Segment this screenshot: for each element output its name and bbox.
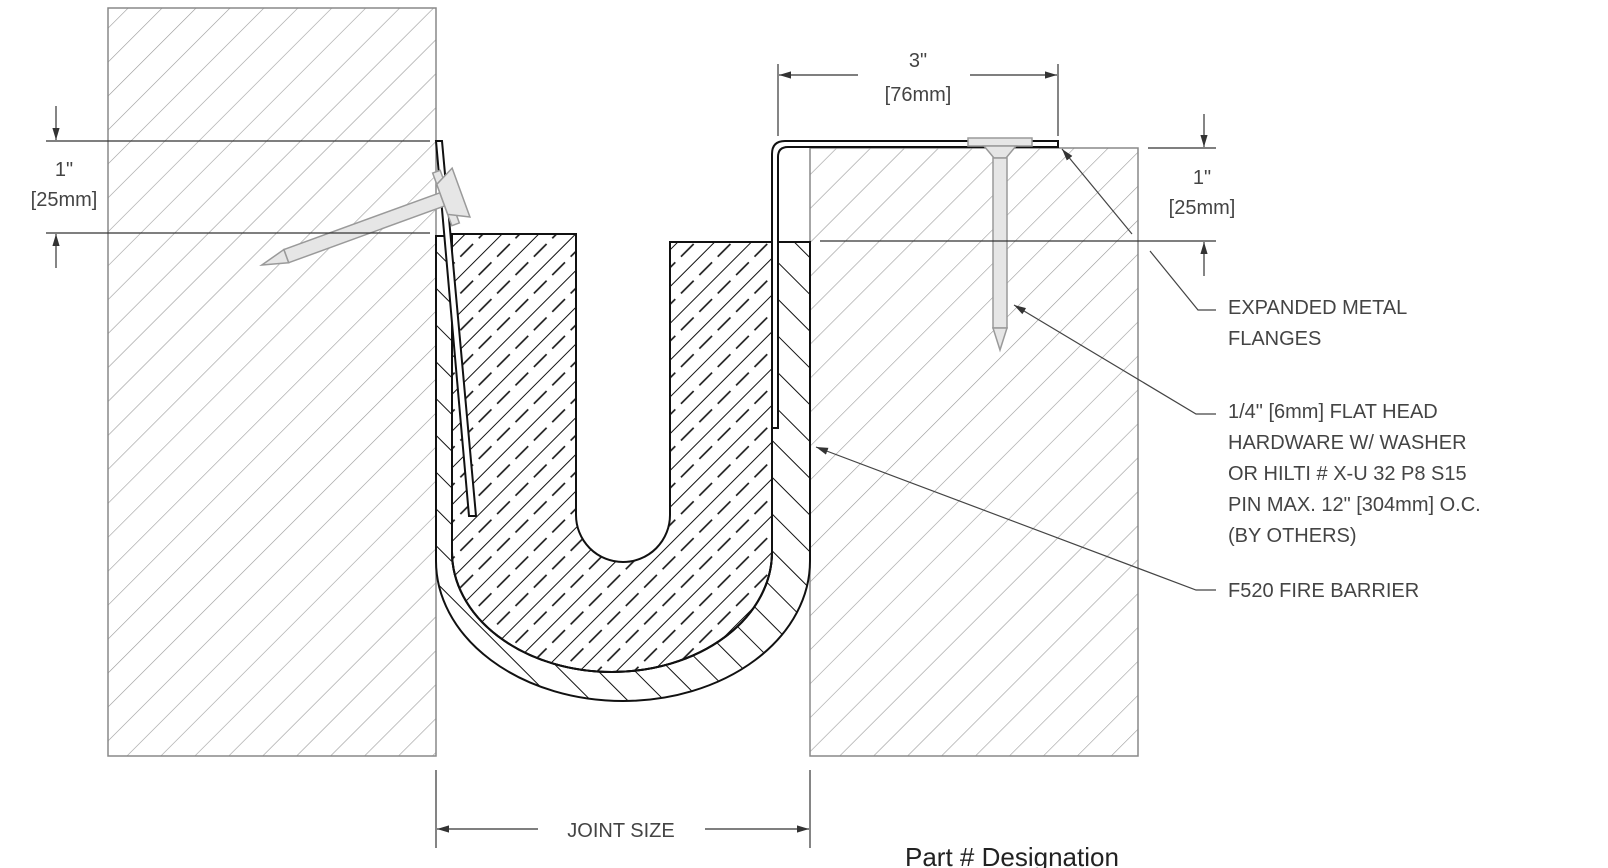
dimension-right-metric: [25mm]: [1169, 197, 1236, 219]
right-concrete-substrate: [809, 147, 1139, 757]
leader-flanges-top: [1061, 148, 1133, 235]
dimension-top-width: 3" [76mm]: [777, 50, 1059, 136]
dimension-top-metric: [76mm]: [885, 84, 952, 106]
fire-barrier-layer-seam: [451, 551, 773, 673]
fire-barrier-inner-layer: [451, 233, 773, 673]
callout-fire-barrier: F520 FIRE BARRIER: [1228, 580, 1419, 602]
dimension-right-depth: 1" [25mm]: [820, 114, 1235, 276]
dimension-left-imperial: 1": [55, 159, 73, 181]
callout-2-line-5: (BY OTHERS): [1228, 525, 1357, 547]
right-anchor-screw: [967, 137, 1033, 353]
callout-1-line-1: EXPANDED METAL: [1228, 297, 1407, 319]
callout-1-line-2: FLANGES: [1228, 328, 1321, 350]
callout-3-line-1: F520 FIRE BARRIER: [1228, 580, 1419, 602]
callout-2-line-2: HARDWARE W/ WASHER: [1228, 432, 1467, 454]
joint-size-label: JOINT SIZE: [567, 820, 674, 842]
callout-2-line-1: 1/4" [6mm] FLAT HEAD: [1228, 401, 1438, 423]
leader-hardware: [1013, 304, 1216, 415]
right-metal-flange: [771, 140, 1059, 429]
left-metal-flange: [434, 140, 478, 517]
callout-hardware: 1/4" [6mm] FLAT HEAD HARDWARE W/ WASHER …: [1228, 401, 1481, 547]
left-concrete-substrate: [107, 7, 437, 757]
leader-flanges: [1149, 250, 1216, 311]
leader-fire-barrier: [815, 446, 1216, 591]
dimension-joint-size: JOINT SIZE: [435, 770, 811, 848]
left-anchor-screw: [259, 166, 472, 267]
callout-expanded-metal-flanges: EXPANDED METAL FLANGES: [1228, 297, 1407, 350]
dimension-right-imperial: 1": [1193, 167, 1211, 189]
dimension-left-metric: [25mm]: [31, 189, 98, 211]
dimension-left-depth: 1" [25mm]: [31, 106, 430, 268]
dimension-top-imperial: 3": [909, 50, 927, 72]
part-designation: Part # Designation: [905, 842, 1119, 868]
callout-2-line-3: OR HILTI # X-U 32 P8 S15: [1228, 463, 1467, 485]
callout-2-line-4: PIN MAX. 12" [304mm] O.C.: [1228, 494, 1481, 516]
